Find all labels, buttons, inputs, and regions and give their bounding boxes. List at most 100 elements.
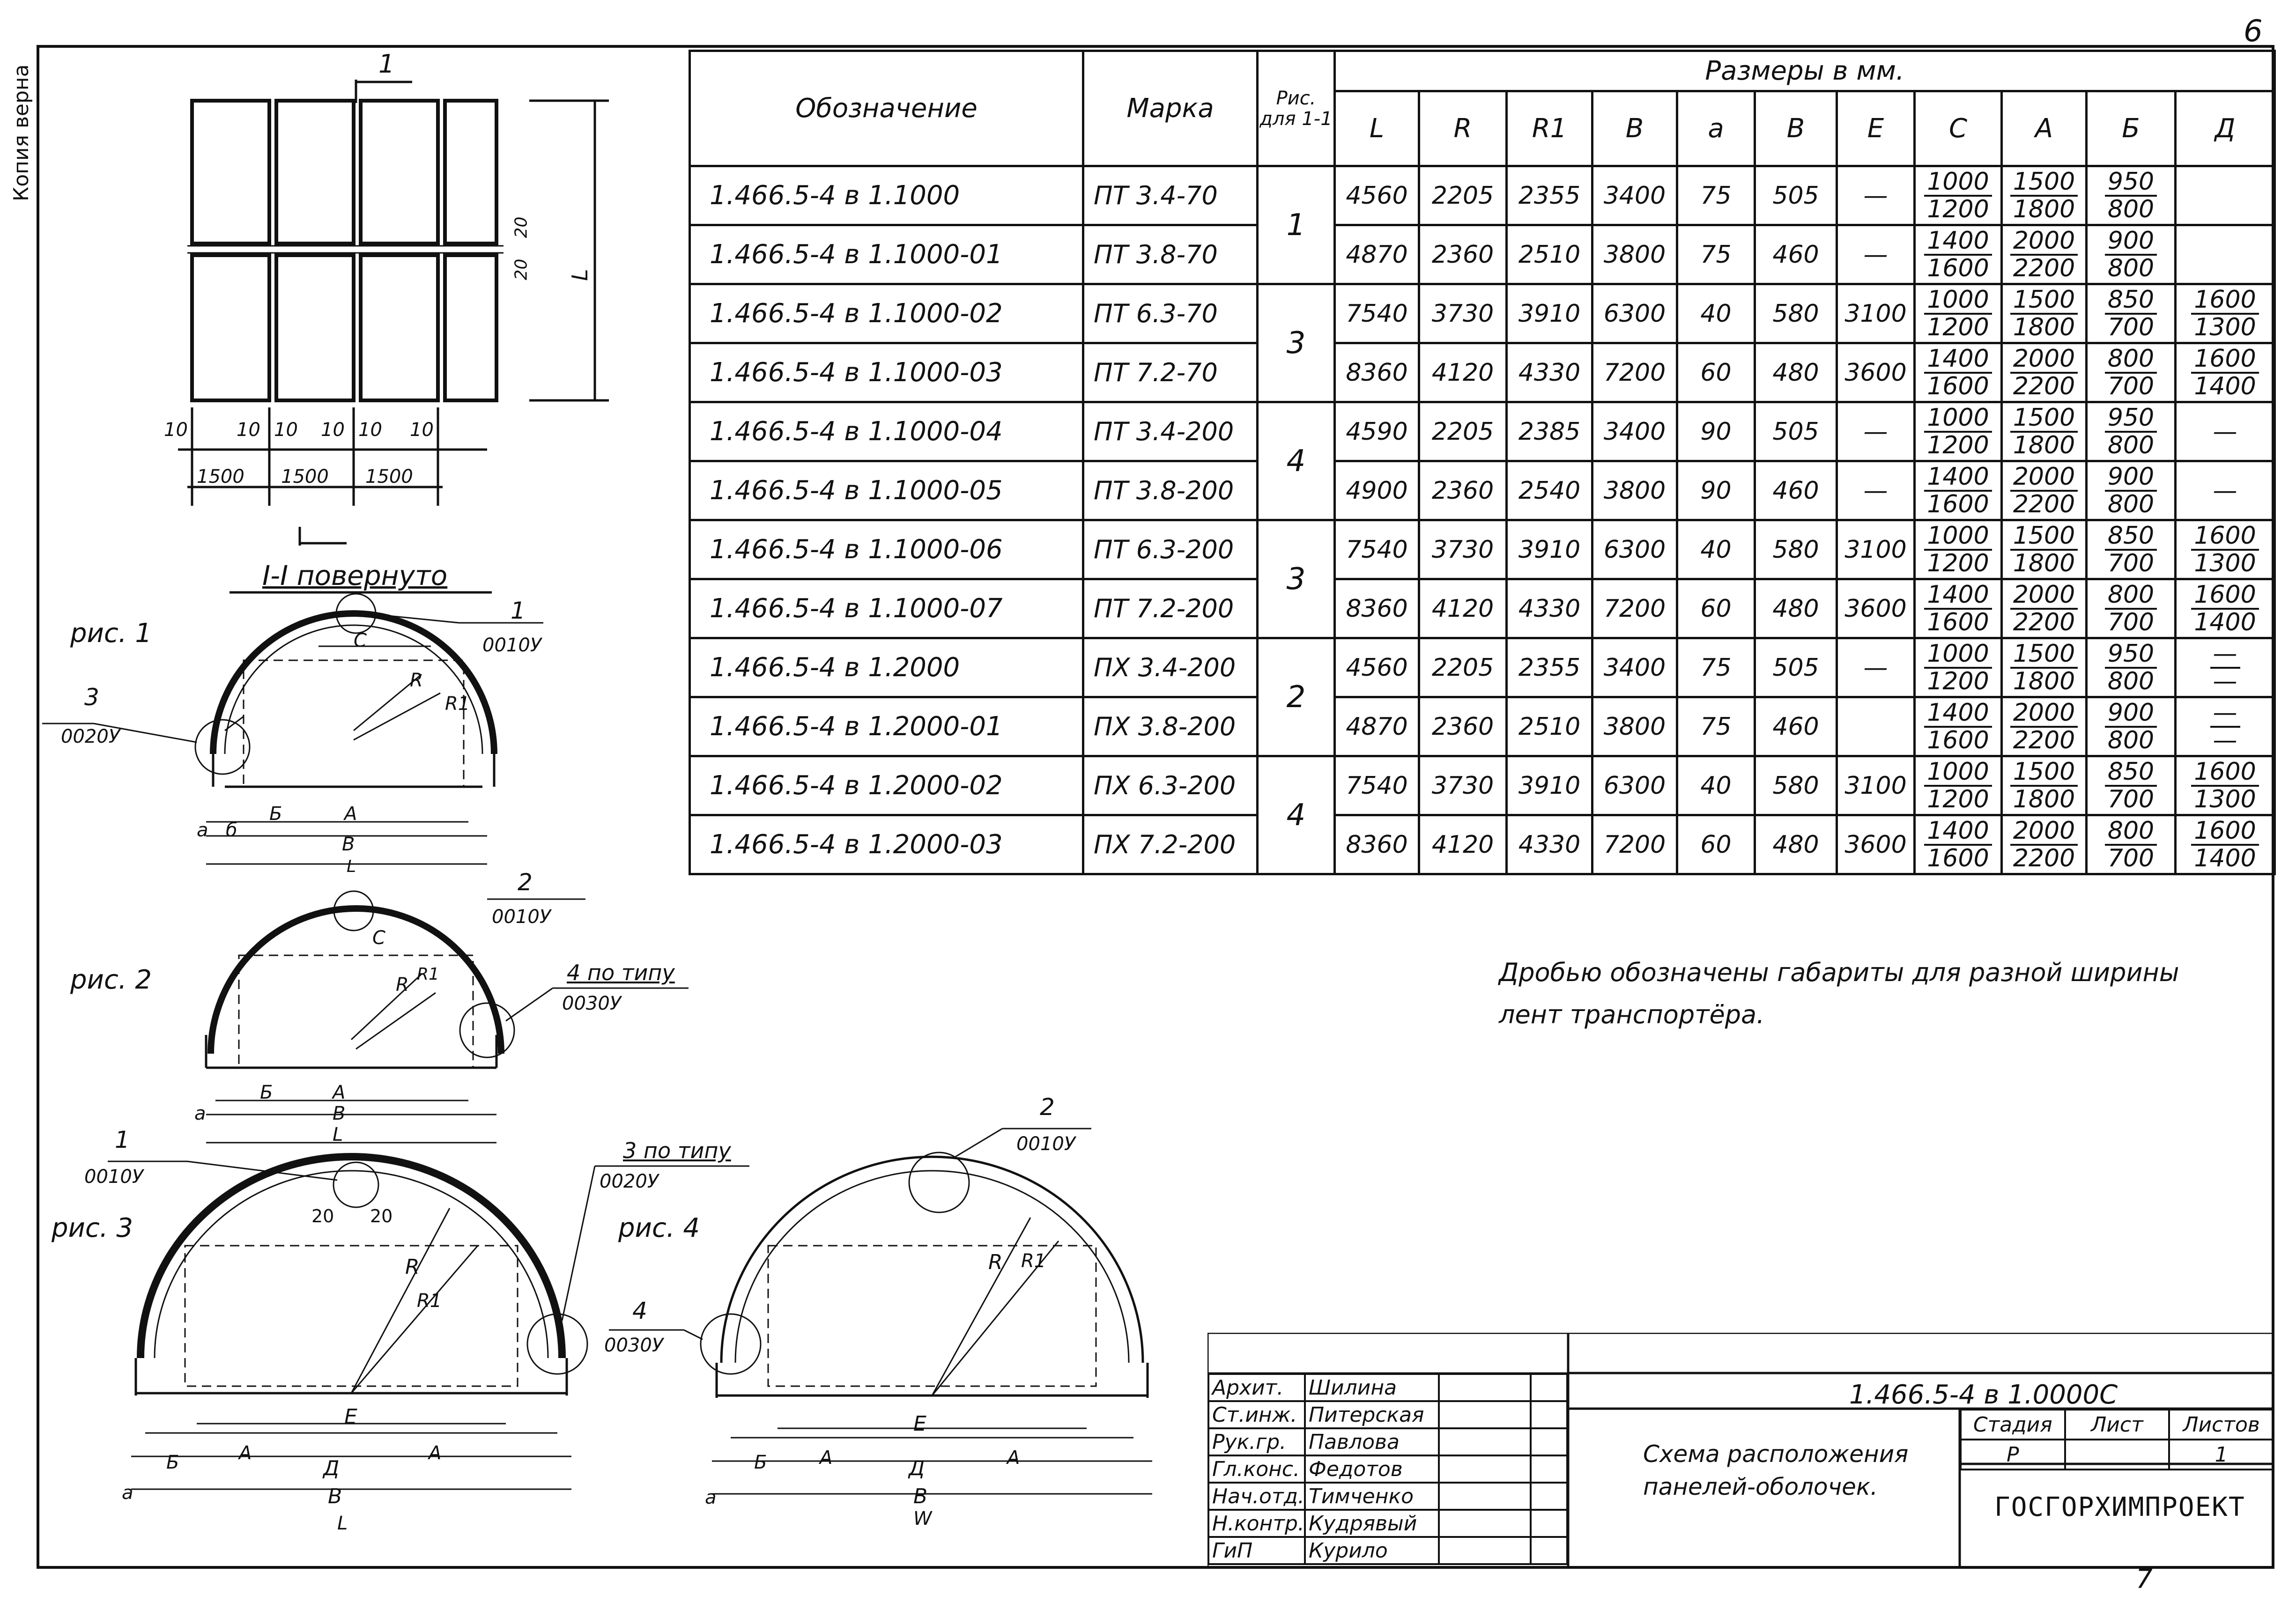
fig3-label: рис. 3 xyxy=(52,1213,133,1243)
fraction-bottom: 1600 xyxy=(1927,844,1989,872)
fig-number-cell: 4 xyxy=(1256,401,1336,521)
fraction-bottom: 1300 xyxy=(2194,785,2256,813)
plan-dim: 10 xyxy=(321,419,345,441)
fig2-callout2-num: 2 xyxy=(518,869,533,896)
signature-cell xyxy=(1438,1455,1532,1484)
approval-name: Кудрявый xyxy=(1304,1509,1440,1538)
value-cell-b: 6300 xyxy=(1591,755,1678,816)
fig2-dim-v: В xyxy=(333,1103,346,1124)
sheet-value xyxy=(2064,1439,2170,1470)
fraction-top: 1000 xyxy=(1924,169,1992,197)
fig1-dim-v: В xyxy=(342,834,355,855)
fraction-bottom: 700 xyxy=(2107,549,2155,577)
value-cell-b: 6300 xyxy=(1591,519,1678,580)
col-mark: Марка xyxy=(1082,50,1259,167)
value-cell-e: 3600 xyxy=(1836,578,1916,639)
fraction-top: 950 xyxy=(2104,405,2157,433)
value-cell-b2: 580 xyxy=(1754,283,1838,344)
value-cell-a: 40 xyxy=(1676,755,1756,816)
fraction-bottom: 2200 xyxy=(2013,608,2075,636)
fig1-label: рис. 1 xyxy=(70,618,152,649)
title-line1: Схема расположения xyxy=(1643,1440,1909,1468)
fraction-bottom: 800 xyxy=(2107,431,2155,459)
fraction-bottom: 1400 xyxy=(2194,608,2256,636)
fig2-dim-l: L xyxy=(333,1124,343,1145)
designation-cell: 1.466.5-4 в 1.1000-02 xyxy=(689,283,1084,344)
fig2-dim-a: А xyxy=(333,1082,346,1103)
fraction-bottom: 1200 xyxy=(1927,431,1989,459)
value-cell-r: 2360 xyxy=(1418,696,1508,757)
mark-cell: ПТ 3.4-200 xyxy=(1082,401,1259,462)
fraction-bottom: 1800 xyxy=(2013,195,2075,223)
page-number: 6 xyxy=(2244,14,2263,49)
value-cell-a: 90 xyxy=(1676,460,1756,521)
fraction-top: 2000 xyxy=(2010,464,2078,492)
value-cell-r1: 3910 xyxy=(1505,519,1593,580)
value-cell-a: 40 xyxy=(1676,519,1756,580)
fraction-top: 2000 xyxy=(2010,818,2078,846)
designation-cell: 1.466.5-4 в 1.2000-01 xyxy=(689,696,1084,757)
signature-cell xyxy=(1438,1509,1532,1538)
fraction-bottom: 1200 xyxy=(1927,313,1989,341)
approval-name: Павлова xyxy=(1304,1427,1440,1456)
sizes-caption: Размеры в мм. xyxy=(1333,50,2276,92)
fig4-dim-a1: А xyxy=(820,1447,833,1469)
sheets-value: 1 xyxy=(2168,1439,2274,1470)
fraction-top: 950 xyxy=(2104,169,2157,197)
fraction-top: 1500 xyxy=(2010,287,2078,315)
value-cell-a: 75 xyxy=(1676,165,1756,226)
designation-cell: 1.466.5-4 в 1.1000-04 xyxy=(689,401,1084,462)
fraction-top: — xyxy=(2210,700,2240,728)
value-cell-b2: 480 xyxy=(1754,814,1838,875)
fraction-top: 850 xyxy=(2104,759,2157,787)
fraction-bottom: 700 xyxy=(2107,844,2155,872)
fraction-top: 800 xyxy=(2104,346,2157,374)
fraction-bottom: 1800 xyxy=(2013,549,2075,577)
col-dim-header: С xyxy=(1913,90,2003,167)
value-cell-r: 2360 xyxy=(1418,224,1508,285)
fig4-dim-a-small: a xyxy=(705,1487,717,1508)
fraction-cell xyxy=(2174,224,2276,285)
value-cell-r1: 3910 xyxy=(1505,283,1593,344)
signature-cell xyxy=(1438,1482,1532,1511)
fig4-drawing xyxy=(609,1128,1152,1495)
fraction-cell: —— xyxy=(2174,696,2276,757)
fig1-callout1-code: 0010У xyxy=(482,635,542,656)
fig4-dim-r: R xyxy=(988,1250,1003,1274)
fig1-callout3-code: 0020У xyxy=(61,726,120,747)
designation-cell: 1.466.5-4 в 1.1000-06 xyxy=(689,519,1084,580)
value-cell-a: 60 xyxy=(1676,814,1756,875)
value-cell-a: 60 xyxy=(1676,578,1756,639)
fraction-bottom: 1400 xyxy=(2194,372,2256,400)
fig1-dim-a-small: a xyxy=(197,820,208,841)
mark-cell: ПТ 3.8-200 xyxy=(1082,460,1259,521)
fraction-cell xyxy=(2174,165,2276,226)
plan-dim: 10 xyxy=(358,419,382,441)
value-cell-b2: 505 xyxy=(1754,401,1838,462)
approval-name: Федотов xyxy=(1304,1455,1440,1484)
value-cell-b: 3800 xyxy=(1591,460,1678,521)
fig4-label: рис. 4 xyxy=(618,1213,700,1243)
col-dim-header: В xyxy=(1754,90,1838,167)
value-cell-b2: 460 xyxy=(1754,460,1838,521)
date-cell xyxy=(1530,1536,1568,1565)
fraction-bottom: 2200 xyxy=(2013,254,2075,282)
fig4-dim-a2: А xyxy=(1007,1447,1020,1469)
fraction-top: 1600 xyxy=(2191,287,2259,315)
approval-role: Н.контр. xyxy=(1207,1509,1306,1538)
date-cell xyxy=(1530,1482,1568,1511)
value-cell-b: 7200 xyxy=(1591,814,1678,875)
fraction-top: 1000 xyxy=(1924,287,1992,315)
